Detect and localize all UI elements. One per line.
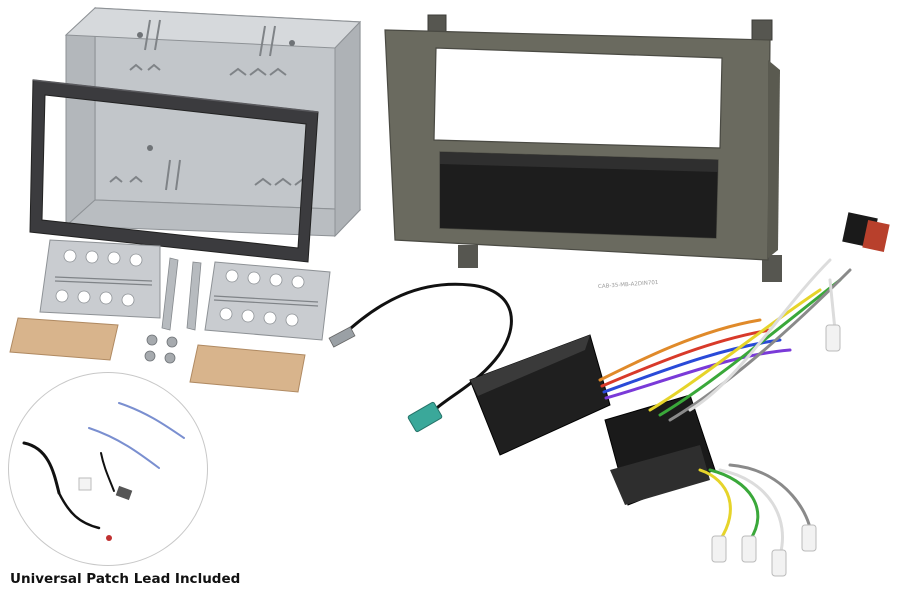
release-keys	[161, 257, 202, 331]
double-din-surround	[29, 79, 319, 263]
interface-box	[469, 334, 611, 456]
right-bracket	[204, 261, 331, 341]
patch-lead-inset	[8, 372, 208, 566]
wiring-harness	[598, 258, 852, 557]
iso-connectors	[842, 212, 890, 252]
patch-lead-wires	[22, 402, 185, 530]
screws	[144, 334, 178, 364]
single-din-fascia	[384, 14, 782, 282]
spade-terminals	[711, 324, 841, 577]
vehicle-connector	[604, 394, 716, 506]
patch-lead-caption: Universal Patch Lead Included	[10, 571, 241, 587]
patch-lead-plugs	[78, 477, 133, 541]
aerial-adapter	[328, 282, 513, 433]
foam-pads	[9, 317, 306, 393]
left-bracket	[39, 239, 161, 319]
